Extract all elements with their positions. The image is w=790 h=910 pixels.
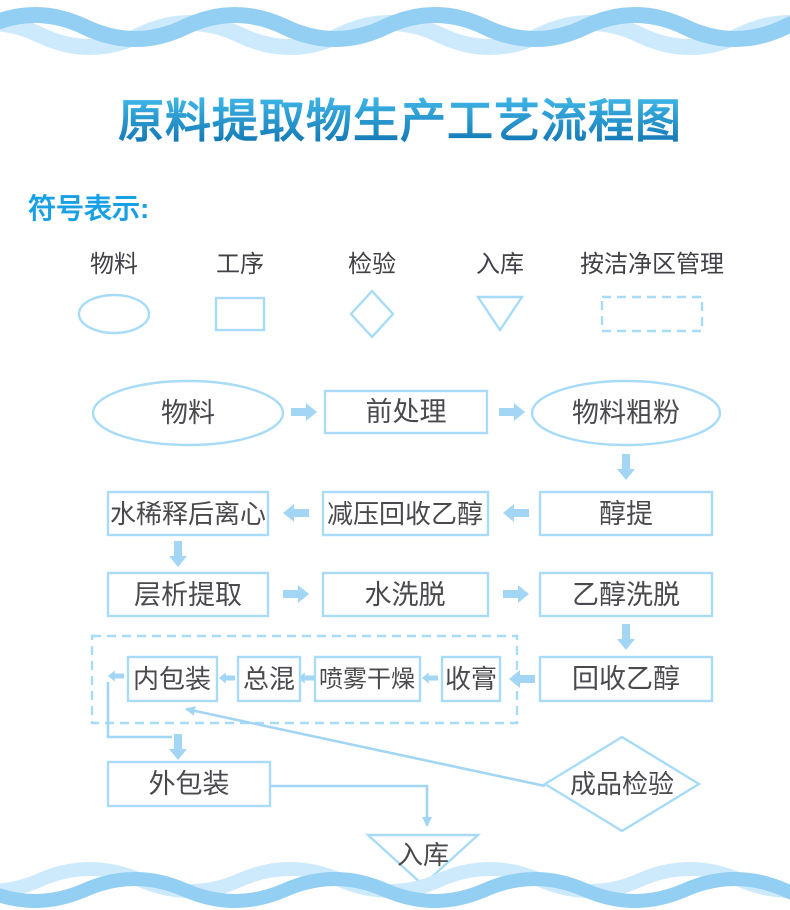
arrow-blend-to-innerpack [218, 672, 236, 684]
arrow-vacuum-to-dilution [283, 504, 309, 522]
node-vacuum-recovery-label: 减压回收乙醇 [327, 499, 483, 529]
arrow-coarse-to-alcohol [617, 454, 635, 480]
connector-inspection-to-innerpack [185, 705, 546, 788]
legend-label-material: 物料 [90, 251, 138, 278]
arrow-paste-to-spray [421, 672, 439, 684]
arrow-pretreatment-to-coarse [499, 403, 525, 421]
node-pretreatment-shape [323, 389, 489, 435]
arrow-recovery-to-paste [509, 670, 535, 688]
arrow-chromatography-to-water [283, 585, 309, 603]
node-inner-packaging-label: 内包装 [133, 664, 211, 694]
legend-label-inspection: 检验 [348, 251, 396, 278]
node-coarse-powder-shape [530, 379, 722, 447]
node-material-shape [91, 379, 285, 447]
arrow-into-outerpack [169, 734, 187, 760]
arrow-water-to-ethanol-elution [503, 585, 529, 603]
arrow-spray-to-blend [297, 672, 315, 684]
legend-rect-icon [214, 296, 266, 332]
node-coarse-powder-label: 物料粗粉 [572, 398, 680, 428]
node-final-inspection-label: 成品检验 [570, 769, 674, 799]
node-paste-collection-shape [440, 655, 502, 703]
connector-innerpack-to-outerpack [106, 682, 172, 739]
arrow-alcohol-to-vacuum [503, 504, 529, 522]
node-chromatography-shape [106, 571, 270, 618]
arrow-material-to-pretreatment [291, 403, 317, 421]
node-total-blending-shape [236, 655, 302, 703]
legend-label-process: 工序 [216, 251, 264, 278]
node-chromatography-label: 层析提取 [134, 580, 242, 610]
node-spray-drying-label: 喷雾干燥 [319, 666, 415, 693]
legend-label-cleanzone: 按洁净区管理 [580, 251, 724, 278]
node-warehousing-shape [364, 833, 482, 887]
node-final-inspection-shape [542, 735, 702, 833]
node-inner-packaging-shape [126, 655, 219, 703]
node-spray-drying-shape [313, 655, 422, 703]
node-alcohol-extraction-shape [538, 490, 714, 537]
bottom-wave-main-band [0, 872, 790, 908]
legend-heading: 符号表示: [28, 192, 149, 224]
node-vacuum-recovery-shape [321, 490, 490, 537]
node-water-elution-shape [321, 571, 490, 618]
node-dilution-centrifuge-label: 水稀释后离心 [110, 499, 266, 529]
arrow-dilution-to-chromatography [169, 541, 187, 567]
legend-triangle-icon [475, 295, 525, 333]
arrow-elution-to-recovery [617, 624, 635, 650]
node-alcohol-extraction-label: 醇提 [599, 499, 653, 529]
legend-ellipse-icon [77, 293, 151, 335]
node-dilution-centrifuge-shape [106, 490, 270, 537]
node-ethanol-elution-label: 乙醇洗脱 [572, 580, 680, 610]
node-material-label: 物料 [161, 398, 215, 428]
node-paste-collection-label: 收膏 [445, 664, 497, 694]
node-ethanol-recovery-shape [538, 655, 714, 703]
node-pretreatment-label: 前处理 [366, 397, 447, 427]
page-title: 原料提取物生产工艺流程图 [118, 95, 682, 147]
legend-label-storage: 入库 [476, 251, 524, 278]
node-total-blending-label: 总混 [243, 664, 295, 694]
node-outer-packaging-shape [106, 760, 272, 808]
node-ethanol-elution-shape [538, 571, 714, 618]
arrow-innerpack-exit-left [107, 670, 125, 682]
legend-dashed-rect-icon [600, 295, 704, 333]
legend-diamond-icon [349, 289, 395, 339]
connector-outerpack-to-warehousing [270, 784, 432, 827]
node-water-elution-label: 水洗脱 [365, 580, 446, 610]
node-warehousing-label: 入库 [397, 840, 449, 870]
node-outer-packaging-label: 外包装 [149, 769, 230, 799]
top-wave-main-band [0, 7, 790, 47]
node-ethanol-recovery-label: 回收乙醇 [572, 664, 680, 694]
